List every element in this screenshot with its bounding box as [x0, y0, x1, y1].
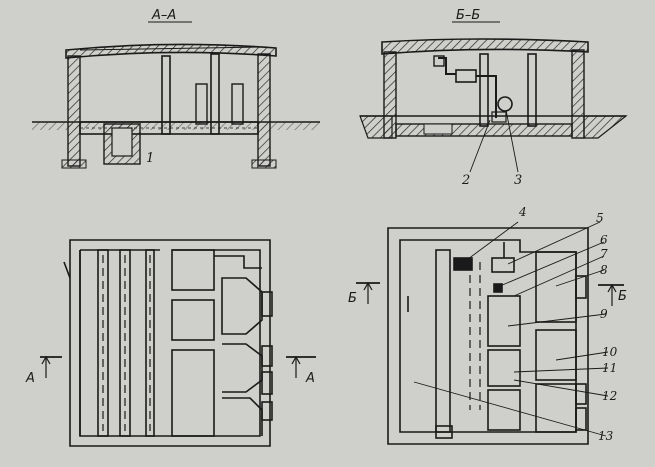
- callout-1: 1: [146, 151, 154, 166]
- callout-5: 5: [596, 211, 604, 225]
- section-aa-title: А–А: [151, 8, 176, 23]
- callout-4: 4: [518, 205, 527, 219]
- callout-numbers: 4 5 6 7 8 9 10 11 12 13: [518, 205, 618, 443]
- embankment: [583, 115, 628, 139]
- callout-13: 13: [598, 429, 614, 443]
- section-mark-b-left: Б: [348, 281, 380, 306]
- callout-7: 7: [600, 247, 608, 261]
- callout-2: 2: [461, 173, 470, 188]
- section-mark-b-label: Б: [348, 291, 357, 306]
- roof-slab: [65, 43, 277, 59]
- outer-wall: [257, 53, 271, 167]
- callout-8: 8: [600, 263, 608, 277]
- callout-11: 11: [602, 361, 617, 375]
- plan-left: [63, 239, 273, 447]
- section-mark-b-right: Б: [598, 283, 627, 306]
- callout-9: 9: [600, 307, 608, 321]
- section-aa: А–А 1: [32, 8, 320, 169]
- section-mark-a-label: А: [305, 371, 315, 386]
- section-mark-b-label: Б: [618, 289, 627, 304]
- callout-10: 10: [602, 345, 618, 359]
- plan-right: [387, 227, 589, 445]
- outer-wall: [67, 55, 81, 167]
- section-mark-a-right: А: [286, 355, 316, 386]
- section-bb: Б–Б 2 3: [359, 8, 628, 188]
- section-bb-title: Б–Б: [456, 8, 480, 23]
- callout-3: 3: [514, 173, 522, 188]
- callout-6: 6: [600, 233, 608, 247]
- callout-12: 12: [602, 389, 617, 403]
- section-mark-a-label: А: [25, 371, 35, 386]
- section-mark-a-left: А: [25, 355, 62, 386]
- roof-slab: [381, 38, 589, 55]
- fan-unit: [455, 69, 477, 83]
- filter-unit: [497, 96, 513, 112]
- callout-leaders: [413, 221, 609, 437]
